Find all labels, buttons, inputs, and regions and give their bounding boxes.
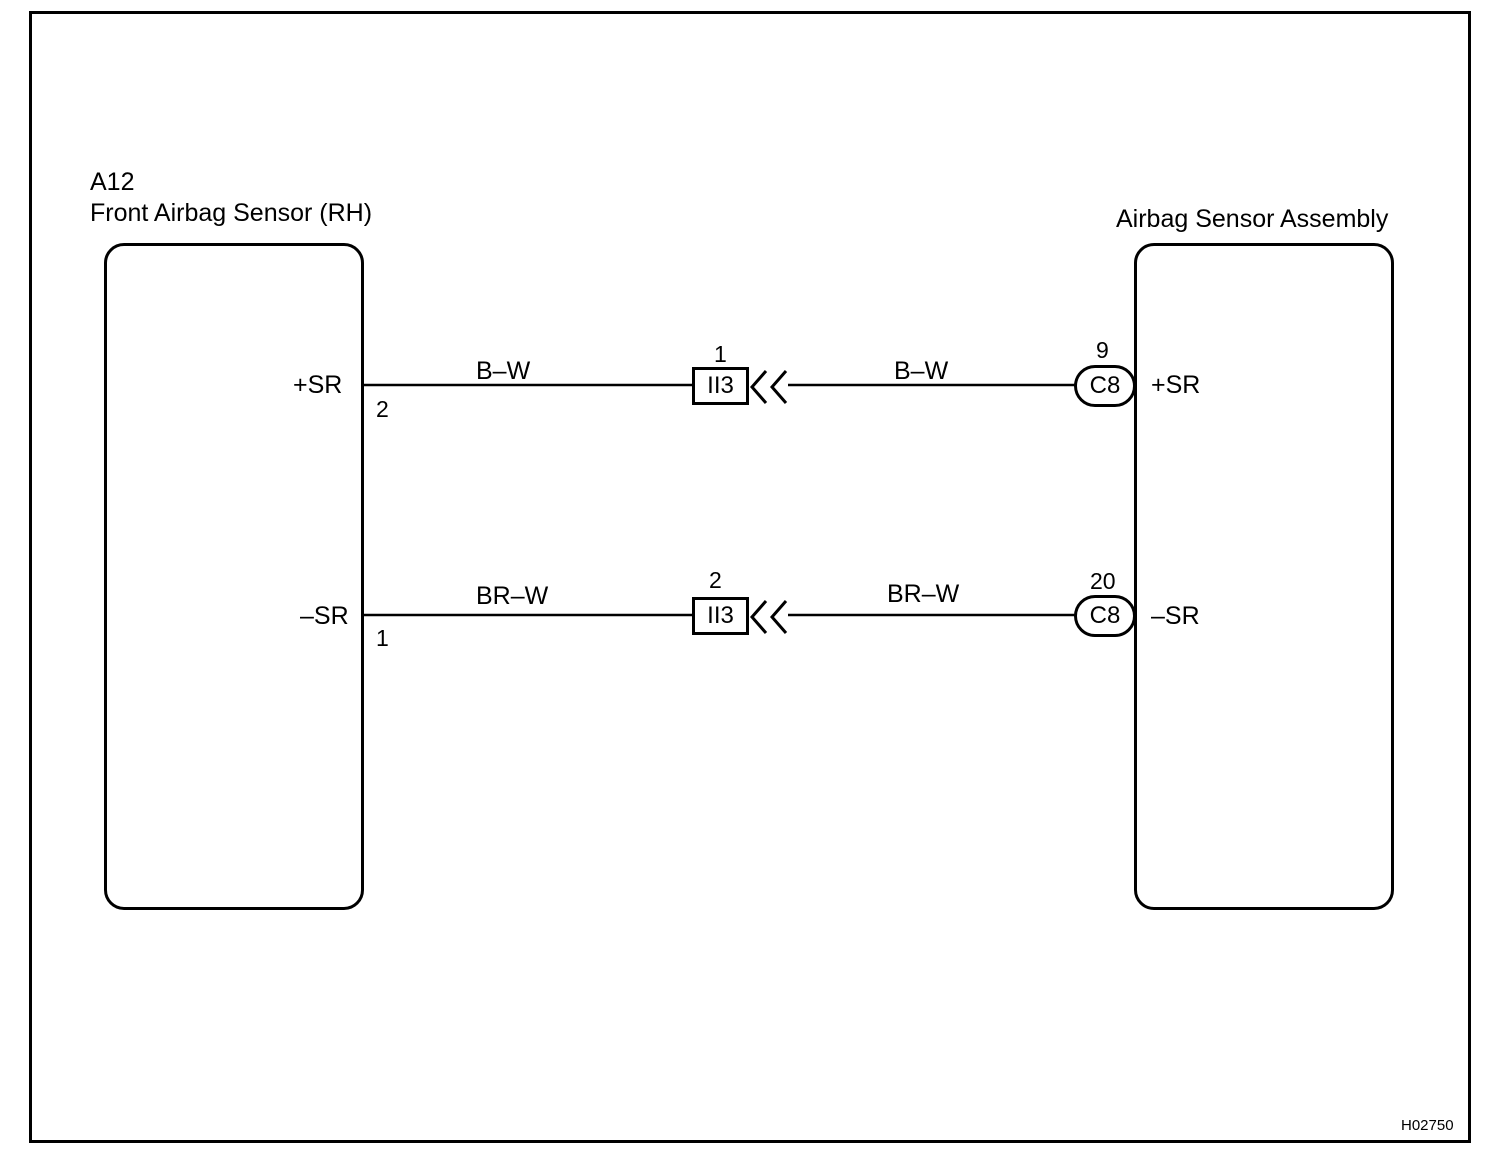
junction-pin-number: 1 [714, 341, 727, 367]
chevron-left-icon [770, 370, 788, 404]
junction-pin-number: 2 [709, 567, 722, 593]
wire-color-label: B–W [476, 357, 531, 385]
left-pin-number: 2 [376, 396, 389, 422]
left-component-name: Front Airbag Sensor (RH) [90, 199, 373, 227]
wire-color-label: BR–W [887, 580, 960, 608]
chevron-left-icon [750, 600, 768, 634]
wire-color-label: B–W [894, 357, 949, 385]
right-component-box [1134, 243, 1394, 910]
left-component-code: A12 [90, 168, 135, 196]
right-connector: C8 [1074, 365, 1136, 407]
right-connector: C8 [1074, 595, 1136, 637]
right-pin-number: 20 [1090, 568, 1116, 594]
left-pin-number: 1 [376, 625, 389, 651]
chevron-left-icon [770, 600, 788, 634]
left-pin-signal: –SR [300, 602, 349, 630]
junction-connector: II3 [692, 367, 749, 405]
right-pin-signal: +SR [1151, 371, 1201, 399]
chevron-left-icon [750, 370, 768, 404]
left-component-box [104, 243, 364, 910]
right-pin-number: 9 [1096, 337, 1109, 363]
right-component-name: Airbag Sensor Assembly [1116, 205, 1389, 233]
right-pin-signal: –SR [1151, 602, 1200, 630]
left-pin-signal: +SR [293, 371, 343, 399]
diagram-frame [29, 11, 1471, 1143]
junction-connector: II3 [692, 597, 749, 635]
figure-code: H02750 [1401, 1117, 1454, 1134]
wire-color-label: BR–W [476, 582, 549, 610]
